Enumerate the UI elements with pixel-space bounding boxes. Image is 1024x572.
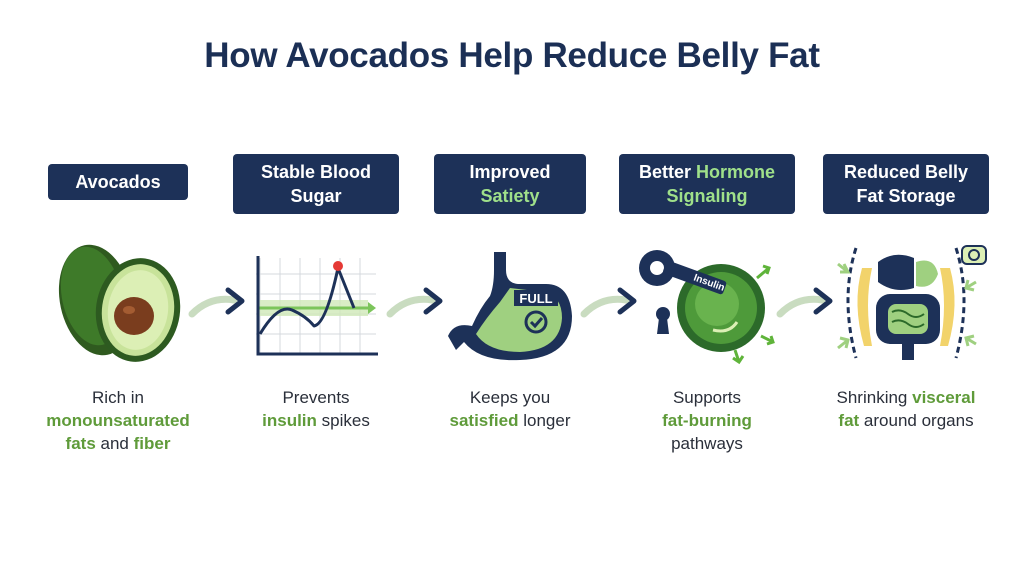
step-description: Rich in monounsaturated fats and fiber (46, 388, 190, 453)
svg-text:FULL: FULL (519, 291, 552, 306)
insulin-key-cell-icon: Insulin (639, 250, 775, 365)
arrow-right-icon (776, 287, 833, 318)
step-label: Avocados (48, 164, 188, 200)
step-label: Better Hormone Signaling (619, 154, 795, 214)
arrow-right-icon (580, 287, 637, 318)
step-label: Improved Satiety (434, 154, 586, 214)
step-description: Supports fat-burning pathways (662, 388, 752, 453)
step-description: Shrinking visceral fat around organs (836, 388, 976, 430)
page-title: How Avocados Help Reduce Belly Fat (204, 36, 820, 75)
step-label: Reduced Belly Fat Storage (823, 154, 989, 214)
step-label: Stable Blood Sugar (233, 154, 399, 214)
arrow-right-icon (188, 287, 245, 318)
full-stomach-icon: FULL (448, 252, 572, 361)
organs-visceral-fat-icon (837, 245, 987, 360)
arrow-right-icon (386, 287, 443, 318)
step-description: Prevents insulin spikes (262, 388, 370, 430)
step-description: Keeps you satisfied longer (449, 388, 571, 430)
blood-sugar-chart-icon (256, 256, 378, 356)
avocado-icon (58, 244, 181, 362)
